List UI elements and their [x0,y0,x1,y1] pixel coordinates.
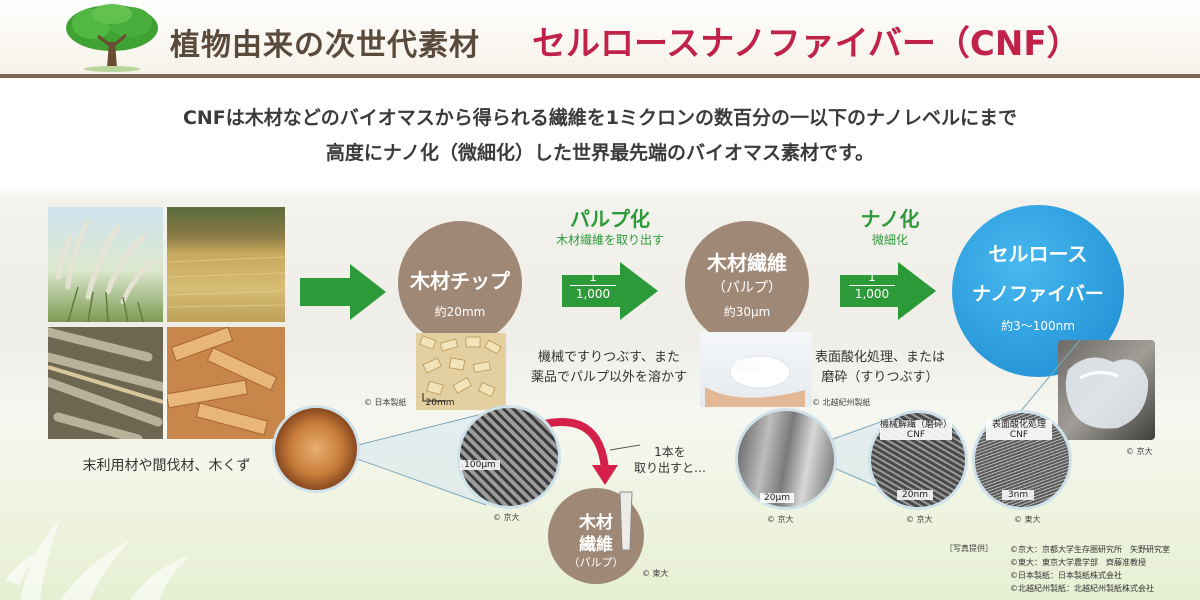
wood-scraps-photo [167,327,285,439]
cell-credit: © 京大 [493,513,520,522]
single-fiber-label3: （パルプ） [568,556,624,569]
pulp-step-sub: 木材繊維を取り出す [555,233,664,247]
mech-cnf-title1: 機械解繊（磨砕） [880,420,953,430]
photo-credit-line4: ©北越紀州製紙：北越紀州製紙株式会社 [1010,584,1154,593]
page-title-accent: セルロースナノファイバー（CNF） [532,24,1081,64]
ox-cnf-title1: 表面酸化処理 [991,420,1046,430]
pulp-desc-line1: 機械ですりつぶす、また [537,350,681,365]
wood-chip-label: 木材チップ [410,269,510,293]
wood-chip-node: 木材チップ 約20mm [398,221,522,345]
nano-description: 表面酸化処理、または 磨砕（すりつぶす） [805,348,955,388]
pulp-description: 機械ですりつぶす、また 薬品でパルプ以外を溶かす [520,348,698,388]
ox-cnf-title2: CNF [1009,430,1029,440]
nano-desc-line2: 磨砕（すりつぶす） [821,370,939,385]
pulp-desc-line2: 薬品でパルプ以外を溶かす [530,370,687,385]
nano-desc-line1: 表面酸化処理、または [814,350,945,365]
pampas-grass-photo [48,207,163,322]
wood-fiber-credit: © 北越紀州製紙 [812,398,871,407]
pulp-arrow-icon [562,262,658,320]
mech-cnf-title: 機械解繊（磨砕） CNF [880,420,952,440]
extract-callout-line1: 1本を [654,445,686,459]
nano-step-sub: 微細化 [871,233,908,247]
photo-credit-line1: ©京大：京都大学生存圏研究所 矢野研究室 [1010,545,1170,554]
pulp-ratio-num: 1 [589,270,597,284]
cnf-label: セルロース [988,242,1088,266]
cnf-size: 約3〜100nm [1001,319,1075,333]
log-cross-section-zoom [272,405,360,493]
pulp-in-hands-photo [700,332,812,407]
nano-step-title: ナノ化 [860,207,920,231]
cnf-gel-credit: © 京大 [1126,447,1153,456]
cell-structure-zoom [457,405,561,509]
wood-chip-photo [416,333,506,410]
nano-ratio-den: 1,000 [854,287,890,301]
ox-cnf-credit: © 東大 [1014,515,1041,524]
ox-cnf-scale: 3nm [1002,490,1034,500]
nano-arrow-icon [840,262,936,320]
cell-scale: 100μm [460,460,500,470]
wood-chip-scale: 20mm [425,398,455,408]
pulp-ratio-den: 1,000 [575,287,611,301]
mech-cnf-scale: 20nm [897,490,933,500]
intro-line-2: 高度にナノ化（微細化）した世界最先端のバイオマス素材です。 [325,142,875,164]
fiber-zoom-credit: © 京大 [767,515,794,524]
logs-photo [48,327,163,439]
extract-callout-line2: 取り出すと… [633,461,706,475]
cnf-sublabel: ナノファイバー [972,283,1104,305]
cnf-gel-photo [1058,340,1155,440]
photo-credits: ©京大：京都大学生存圏研究所 矢野研究室 ©東大：東京大学農学部 齊藤准教授 ©… [1010,543,1170,595]
fiber-strand-icon [619,491,633,551]
single-fiber-credit: © 東大 [642,569,669,578]
straw-bales-photo [167,207,285,322]
photo-credit-line2: ©東大：東京大学農学部 齊藤准教授 [1010,558,1146,567]
mech-cnf-credit: © 京大 [906,515,933,524]
header-band [0,0,1200,78]
pulp-step-title: パルプ化 [570,207,650,231]
wood-chip-size: 約20mm [434,305,486,319]
wood-fiber-node: 木材繊維 （パルプ） 約30μm [685,221,809,345]
arrow-right-icon [300,264,386,320]
wood-fiber-sublabel: （パルプ） [712,280,782,296]
single-fiber-label1: 木材 [579,513,613,533]
page-title: 植物由来の次世代素材 [170,28,480,63]
ox-cnf-title: 表面酸化処理 CNF [986,420,1052,440]
intro-line-1: CNFは木材などのバイオマスから得られる繊維を1ミクロンの数百分の一以下のナノレ… [182,107,1018,129]
leaf-decoration-icon [5,520,190,600]
wood-fiber-size: 約30μm [723,305,771,319]
wood-fiber-label: 木材繊維 [707,251,787,275]
nano-ratio-num: 1 [868,270,876,284]
photo-credit-line3: ©日本製紙：日本製紙株式会社 [1010,571,1122,580]
extract-callout: 1本を 取り出すと… [625,444,715,476]
fiber-scale: 20μm [760,493,794,503]
pulp-ratio: 1 1,000 [563,270,623,301]
photo-credits-label: ［写真提供］ [945,544,993,553]
tree-icon [66,4,158,72]
single-fiber-label2: 繊維 [579,535,613,555]
wood-chip-credit: © 日本製紙 [364,398,407,407]
header-divider [0,74,1200,78]
mech-cnf-title2: CNF [906,430,926,440]
nano-ratio: 1 1,000 [842,270,902,301]
source-caption: 末利用材や間伐材、木くず [82,458,251,474]
